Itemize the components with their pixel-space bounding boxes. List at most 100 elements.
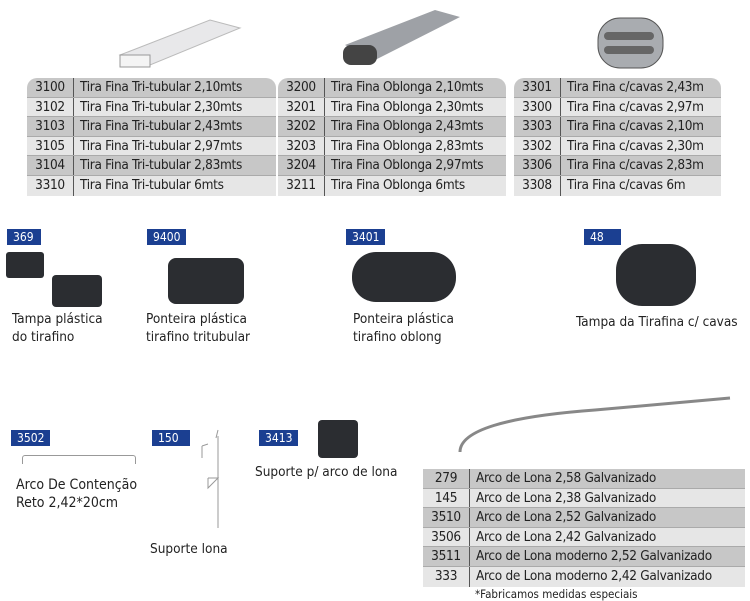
arch-image [22,455,136,464]
product-description: Tira Fina Oblonga 2,83mts [331,137,484,154]
product-description: Arco de Lona moderno 2,42 Galvanizado [476,567,712,584]
product-code-badge: 369 [7,229,41,245]
product-code-badge: 48 [584,229,621,245]
product-description: Arco de Lona 2,52 Galvanizado [476,509,657,526]
product-code: 3103 [27,117,74,136]
product-code: 3511 [423,547,470,566]
bracket-image [318,420,358,458]
product-code: 333 [423,566,470,587]
product-description: Tira Fina Oblonga 2,10mts [331,79,484,95]
table-row: 3303 Tira Fina c/cavas 2,10m [514,117,721,137]
product-description: Tira Fina Oblonga 2,43mts [331,118,484,135]
table-row: 3306 Tira Fina c/cavas 2,83m [514,156,721,176]
product-code: 3202 [278,117,325,136]
table-row: 3102 Tira Fina Tri-tubular 2,30mts [27,97,276,118]
product-description: Tira Fina Tri-tubular 2,30mts [80,98,243,115]
product-code: 3100 [27,78,74,97]
product-code: 279 [423,469,470,488]
product-description: Tira Fina Tri-tubular 6mts [80,176,224,193]
product-code: 3211 [278,175,325,196]
product-description: Arco de Lona 2,38 Galvanizado [476,489,657,506]
product-code: 3301 [514,78,561,97]
product-description: Tira Fina c/cavas 2,83m [567,157,704,174]
product-code: 3104 [27,156,74,175]
table-row: 3104 Tira Fina Tri-tubular 2,83mts [27,156,276,176]
product-code-badge: 3401 [346,229,386,245]
product-code-badge: 3413 [259,430,299,446]
product-description: Tira Fina Tri-tubular 2,83mts [80,157,243,174]
product-description: Tira Fina Tri-tubular 2,43mts [80,118,243,135]
product-description: Arco de Lona 2,42 Galvanizado [476,528,657,545]
product-description: Tira Fina c/cavas 2,30m [567,137,704,154]
product-description: Tira Fina Tri-tubular 2,97mts [80,137,243,154]
product-description: Tira Fina Oblonga 6mts [331,176,465,193]
table-row: 3202 Tira Fina Oblonga 2,43mts [278,117,506,137]
table-row: 3100 Tira Fina Tri-tubular 2,10mts [27,78,276,98]
tip-image [168,258,244,304]
table-row: 3300 Tira Fina c/cavas 2,97m [514,97,721,118]
product-description: Tira Fina Oblonga 2,30mts [331,98,484,115]
product-code: 3306 [514,156,561,175]
product-code: 3510 [423,508,470,527]
cap-image [52,275,102,307]
table-row: 3510 Arco de Lona 2,52 Galvanizado [423,508,745,528]
product-code: 3200 [278,78,325,97]
table-row: 145 Arco de Lona 2,38 Galvanizado [423,488,745,509]
product-description: Arco de Lona 2,58 Galvanizado [476,470,657,486]
table-row: 3103 Tira Fina Tri-tubular 2,43mts [27,117,276,137]
table-row: 3308 Tira Fina c/cavas 6m [514,175,721,196]
product-code: 3102 [27,97,74,117]
table-row: 3201 Tira Fina Oblonga 2,30mts [278,97,506,118]
cap-image [6,252,44,278]
product-code: 3310 [27,175,74,196]
product-description: Tira Fina c/cavas 2,10m [567,118,704,135]
tarp-arch-image [458,396,731,453]
product-code: 145 [423,488,470,508]
tri-tubular-bar-image [118,19,242,68]
product-description: Tira Fina c/cavas 2,43m [567,79,704,95]
product-description: Tira Fina Oblonga 2,97mts [331,157,484,174]
cavas-bar-image [597,17,664,69]
table-row: 333 Arco de Lona moderno 2,42 Galvanizado [423,566,745,587]
table-row: 279 Arco de Lona 2,58 Galvanizado [423,469,745,489]
product-code: 3201 [278,97,325,117]
product-code: 3204 [278,156,325,175]
product-description: Tira Fina Tri-tubular 2,10mts [80,79,243,95]
product-code: 3302 [514,136,561,156]
table-row: 3310 Tira Fina Tri-tubular 6mts [27,175,276,196]
cap-image [616,244,696,306]
table-row: 3301 Tira Fina c/cavas 2,43m [514,78,721,98]
table-row: 3204 Tira Fina Oblonga 2,97mts [278,156,506,176]
product-code-badge: 9400 [147,229,187,245]
product-name: Suporte lona [150,541,228,557]
product-code: 3308 [514,175,561,196]
table-row: 3203 Tira Fina Oblonga 2,83mts [278,136,506,157]
product-name: Suporte p/ arco de lona [255,464,398,480]
table-row: 3302 Tira Fina c/cavas 2,30m [514,136,721,157]
table-row: 3211 Tira Fina Oblonga 6mts [278,175,506,196]
product-code: 3303 [514,117,561,136]
product-code: 3203 [278,136,325,156]
support-wire-image [201,429,220,528]
product-description: Arco de Lona moderno 2,52 Galvanizado [476,548,712,565]
product-code-badge: 150 [152,430,190,446]
oblong-bar-image [343,10,460,65]
product-code-badge: 3502 [11,430,51,446]
footnote: *Fabricamos medidas especiais [475,587,638,601]
product-description: Tira Fina c/cavas 6m [567,176,686,193]
table-row: 3200 Tira Fina Oblonga 2,10mts [278,78,506,98]
product-name: Tampa da Tirafina c/ cavas [576,314,738,330]
table-row: 3511 Arco de Lona moderno 2,52 Galvanizad… [423,547,745,567]
product-description: Tira Fina c/cavas 2,97m [567,98,704,115]
product-code: 3300 [514,97,561,117]
